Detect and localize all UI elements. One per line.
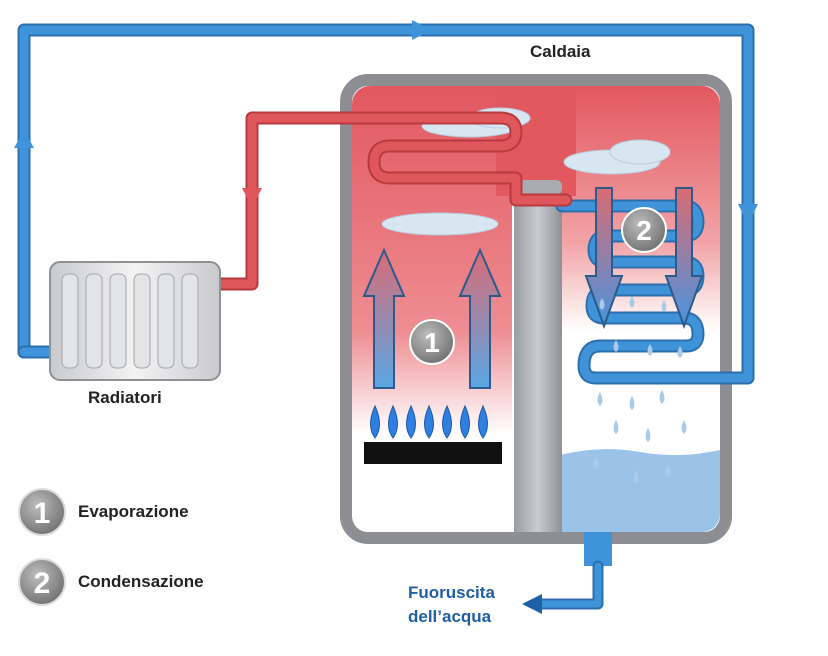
boiler-label: Caldaia [530, 42, 591, 61]
arrow-up-icon [458, 247, 502, 389]
burner-plate [364, 442, 502, 464]
burner [364, 404, 502, 464]
arrow-up-icon [362, 247, 406, 389]
radiators-label: Radiatori [88, 388, 162, 407]
legend-badge-2: 2 [18, 558, 66, 606]
radiator-icon [49, 261, 221, 381]
water-outlet [584, 532, 612, 566]
legend-label-condensation: Condensazione [78, 572, 204, 591]
flow-arrow-up-icon [14, 130, 34, 148]
water-outlet-label-line2: dell’acqua [408, 607, 492, 626]
badge-number: 2 [636, 215, 652, 246]
flow-arrow-down-icon [242, 188, 262, 208]
legend-number: 2 [34, 567, 51, 600]
flow-arrow-right-icon [412, 20, 432, 40]
evaporation-arrows [362, 247, 502, 389]
droplet-icon [599, 298, 605, 310]
flow-arrow-down-icon [738, 204, 758, 224]
cloud-icon [381, 212, 499, 236]
legend-number: 1 [34, 497, 51, 530]
badge-condensation: 2 [621, 207, 667, 253]
badge-evaporation: 1 [409, 319, 455, 365]
flue-separator [514, 188, 562, 532]
condensation-arrows [584, 187, 704, 329]
legend-badge-1: 1 [18, 488, 66, 536]
arrow-down-icon [584, 187, 624, 329]
badge-number: 1 [424, 327, 440, 358]
legend-label-evaporation: Evaporazione [78, 502, 189, 521]
water-reservoir [560, 449, 720, 532]
water-outlet-label-line1: Fuoruscita [408, 583, 495, 602]
droplets [593, 296, 687, 484]
arrow-down-icon [664, 187, 704, 329]
hot-circuit [211, 111, 573, 291]
flame-icon [370, 404, 488, 439]
outlet-arrow-left-icon [522, 594, 542, 614]
